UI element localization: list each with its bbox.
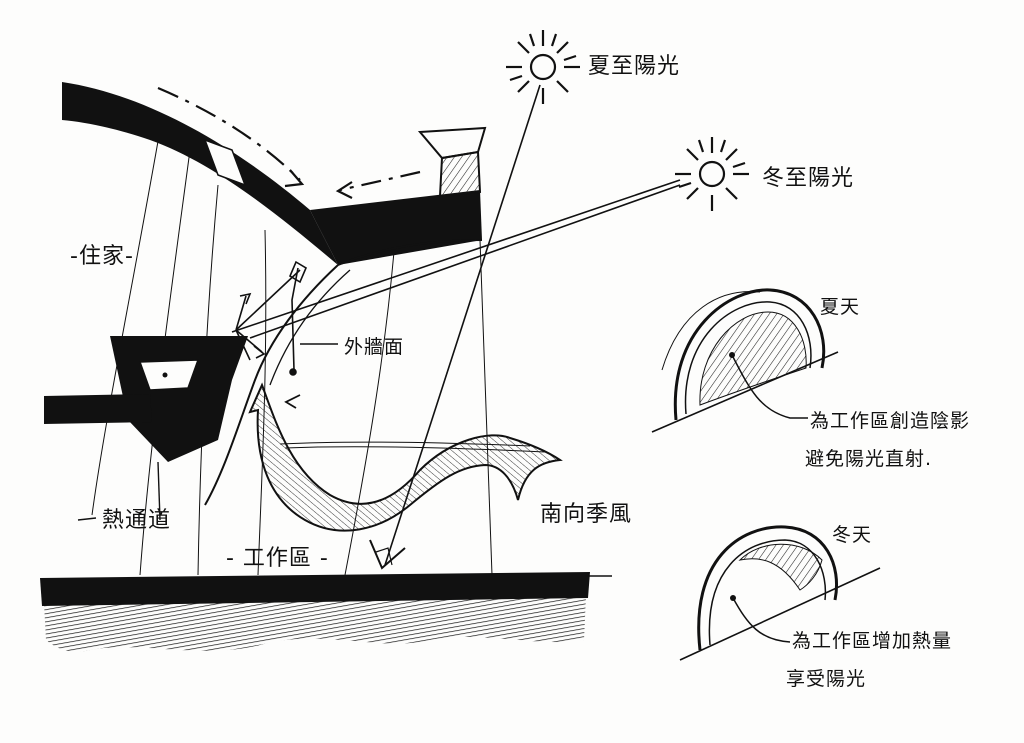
ground <box>40 572 612 652</box>
summer-canopy-detail <box>651 288 839 433</box>
winter-note-line2: 享受陽光 <box>786 668 867 690</box>
arched-roof <box>62 82 483 266</box>
summer-note-line2: 避免陽光直射. <box>805 448 933 470</box>
south-wind-arrow <box>248 382 563 532</box>
winter-sun-label: 冬至陽光 <box>762 166 855 191</box>
summer-sun-label: 夏至陽光 <box>588 54 681 79</box>
south-wind-label: 南向季風 <box>540 502 633 527</box>
winter-sun-ray <box>231 179 681 339</box>
winter-note-line1: 為工作區增加熱量 <box>792 630 953 652</box>
winter-sun-icon <box>675 137 749 211</box>
summer-sun-icon <box>506 30 580 104</box>
residence-label: -住家- <box>70 244 134 269</box>
work-area-label: - 工作區 - <box>226 546 329 571</box>
outer-wall-label: 外牆面 <box>344 336 405 358</box>
summer-note-line1: 為工作區創造陰影 <box>810 410 971 432</box>
summer-label: 夏天 <box>820 296 861 318</box>
winter-canopy-detail <box>679 525 881 661</box>
trapezoid-block <box>44 336 248 462</box>
light-reflection <box>235 260 308 376</box>
winter-label: 冬天 <box>832 524 873 546</box>
heat-channel-leader <box>77 461 161 521</box>
outer-wall-shell <box>204 264 351 506</box>
heat-channel-label: 熱通道 <box>102 508 172 533</box>
roof-lantern <box>417 126 487 198</box>
roof-arrows <box>157 86 421 199</box>
